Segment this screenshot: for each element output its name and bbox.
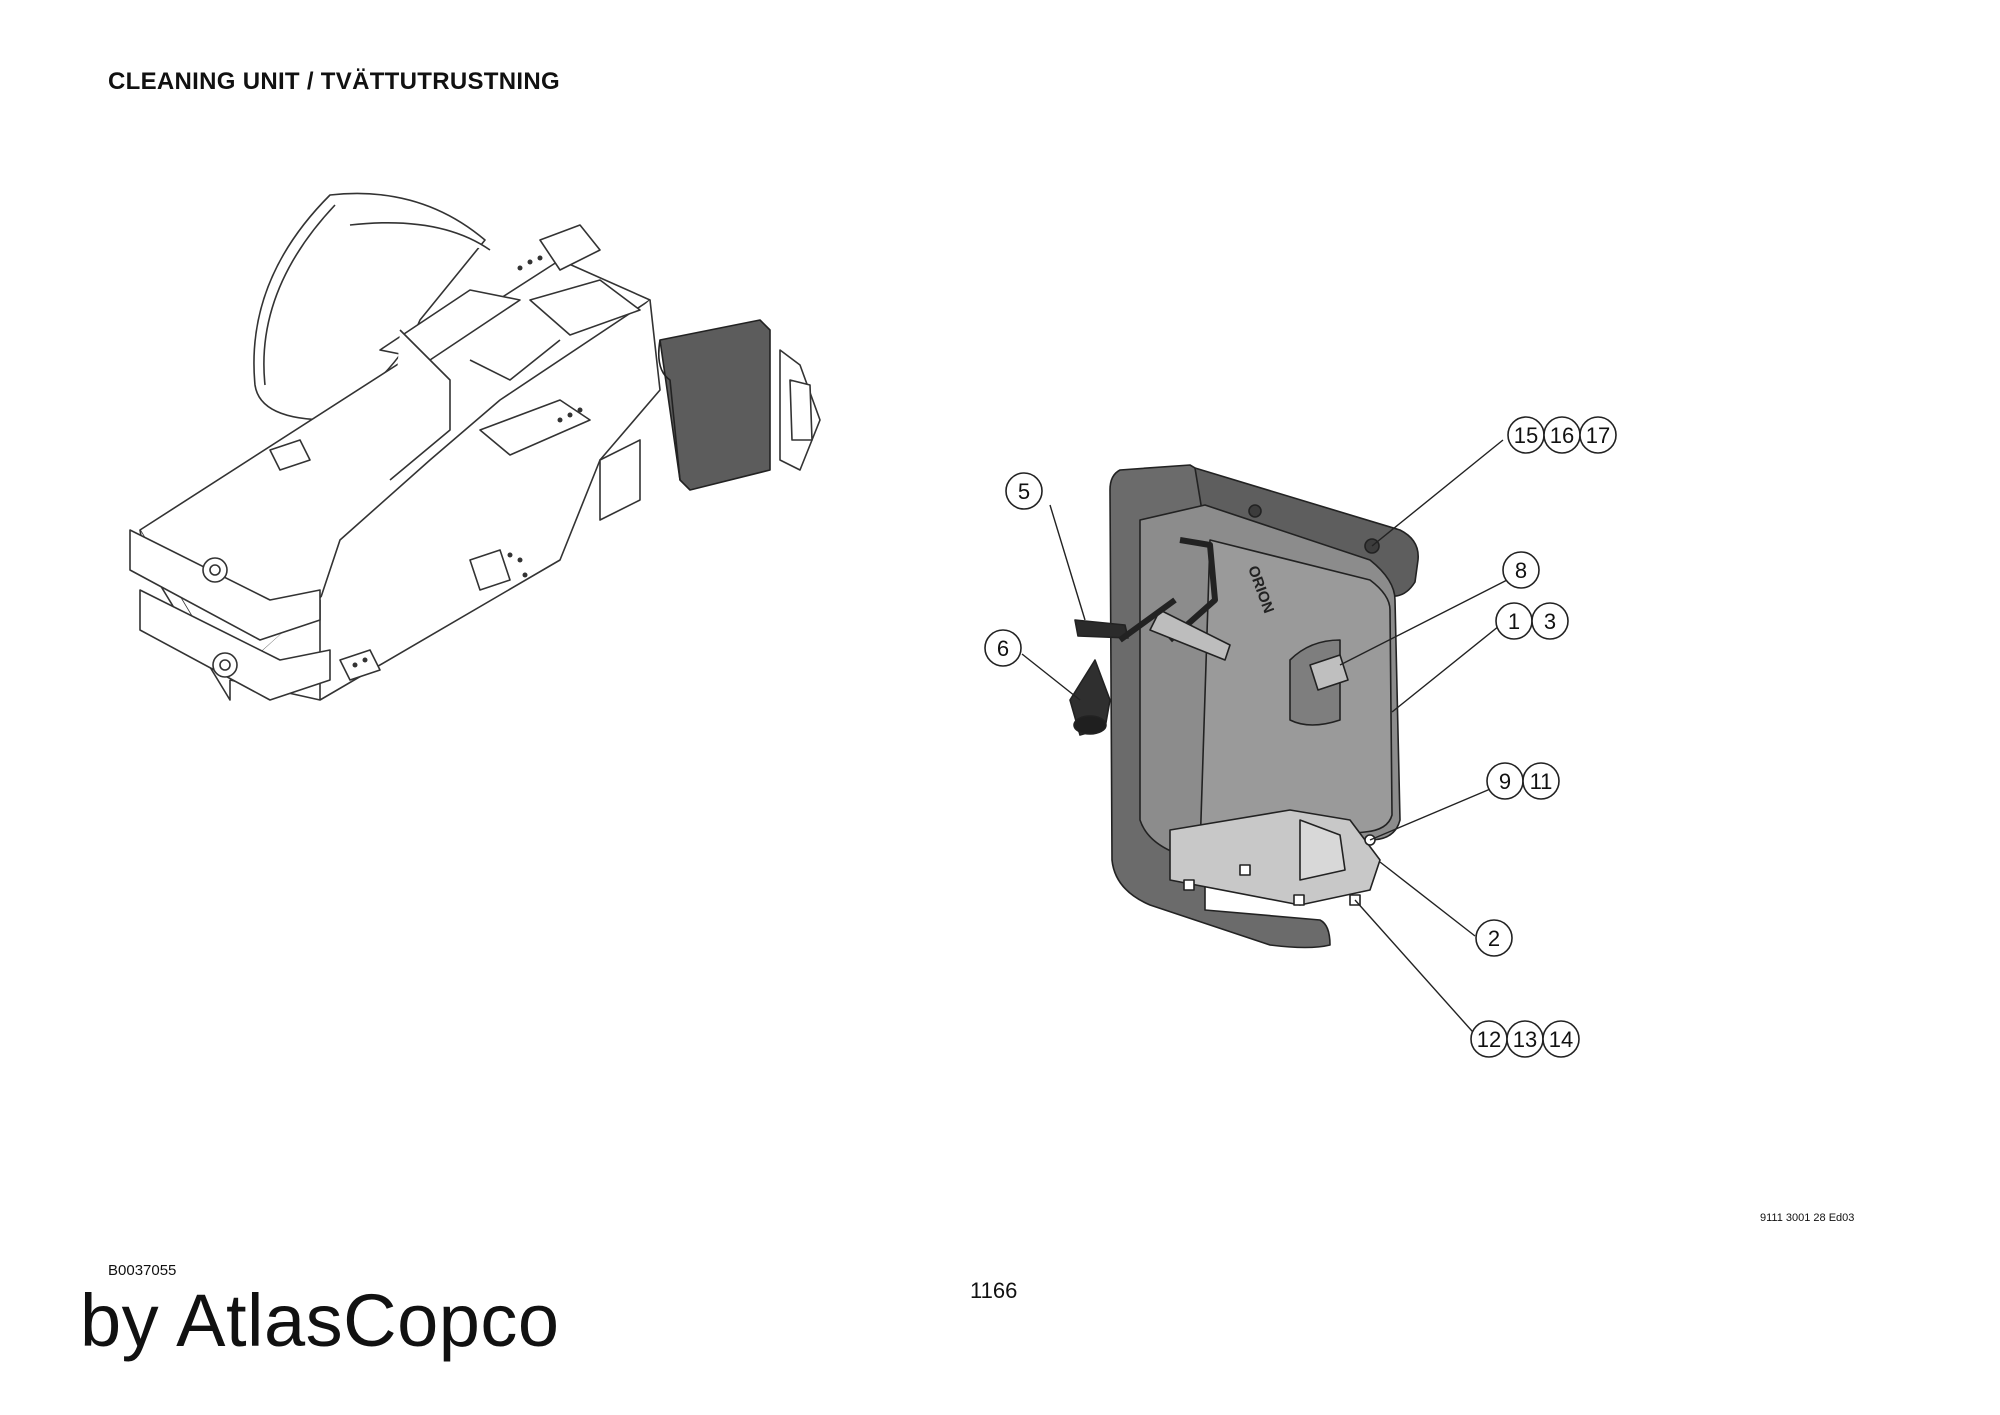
document-reference: 9111 3001 28 Ed03 (1760, 1212, 1855, 1224)
machine-frame-overview (129, 192, 821, 701)
callout-9: 9 (1486, 762, 1524, 800)
callout-1: 1 (1495, 602, 1533, 640)
brand-footer: by AtlasCopco (80, 1279, 560, 1362)
svg-text:9: 9 (1499, 769, 1511, 794)
svg-text:8: 8 (1515, 558, 1527, 583)
page-number: 1166 (970, 1278, 1018, 1303)
svg-text:13: 13 (1513, 1027, 1537, 1052)
callout-15: 15 (1507, 416, 1545, 454)
callout-16: 16 (1543, 416, 1581, 454)
callout-3: 3 (1531, 602, 1569, 640)
callout-8: 8 (1502, 551, 1540, 589)
svg-text:2: 2 (1488, 926, 1500, 951)
svg-text:12: 12 (1477, 1027, 1501, 1052)
svg-text:17: 17 (1586, 423, 1610, 448)
callout-6: 6 (984, 629, 1022, 667)
svg-text:3: 3 (1544, 609, 1556, 634)
svg-text:6: 6 (997, 636, 1009, 661)
svg-text:14: 14 (1549, 1027, 1573, 1052)
cleaning-unit-detail: ORION (1021, 439, 1514, 1041)
svg-text:15: 15 (1514, 423, 1538, 448)
page-title: CLEANING UNIT / TVÄTTUTRUSTNING (108, 68, 560, 95)
svg-text:11: 11 (1530, 769, 1553, 794)
callout-11: 11 (1522, 762, 1560, 800)
callout-5: 5 (1005, 472, 1043, 510)
svg-text:16: 16 (1550, 423, 1574, 448)
callout-13: 13 (1506, 1020, 1544, 1058)
callout-14: 14 (1542, 1020, 1580, 1058)
callout-12: 12 (1470, 1020, 1508, 1058)
callout-2: 2 (1475, 919, 1513, 957)
svg-text:1: 1 (1508, 609, 1520, 634)
svg-text:5: 5 (1018, 479, 1030, 504)
callout-balloons: 15 16 17 5 8 1 3 6 (984, 416, 1617, 1058)
callout-17: 17 (1579, 416, 1617, 454)
drawing-id: B0037055 (108, 1262, 177, 1279)
